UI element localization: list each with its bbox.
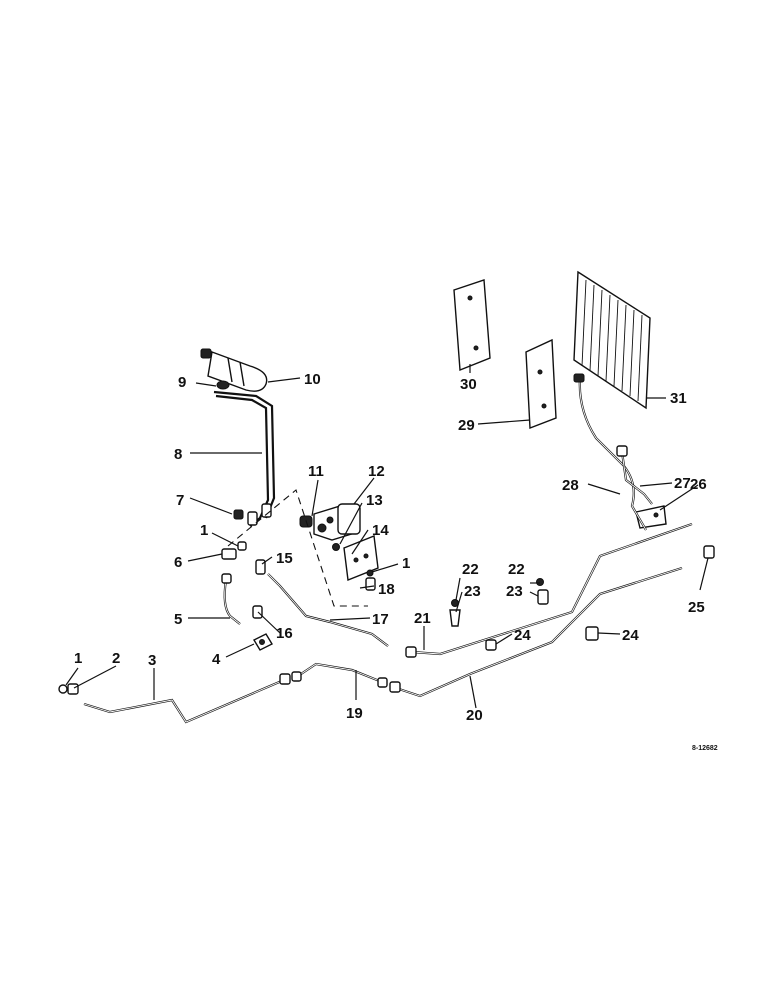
tube-part-3 (83, 673, 291, 724)
condenser-part-31 (573, 270, 651, 410)
callout-23: 23 (464, 583, 481, 600)
callout-26: 26 (690, 476, 707, 493)
callout-13: 13 (366, 492, 383, 509)
fitting-part-13 (332, 543, 340, 551)
callout-24: 24 (622, 627, 639, 644)
fitting-part-15 (255, 559, 266, 575)
tube-part-21 (405, 522, 693, 658)
fitting-part-1-left (58, 684, 68, 694)
callout-24: 24 (514, 627, 531, 644)
callout-31: 31 (670, 390, 687, 407)
callout-1: 1 (402, 555, 410, 572)
phantom-outline (227, 489, 368, 607)
cap-part-24-right (585, 626, 599, 641)
callout-17: 17 (372, 611, 389, 628)
fitting-part-7 (233, 509, 244, 520)
callout-11: 11 (308, 463, 324, 480)
valve-part-12 (313, 503, 361, 541)
callout-6: 6 (174, 554, 182, 571)
plate-part-14 (343, 535, 379, 581)
tube-part-17 (267, 573, 389, 647)
panel-part-29 (525, 338, 557, 429)
fitting-part-23-right (537, 589, 549, 605)
tube-part-19 (291, 662, 388, 688)
fitting-part-22-right (536, 578, 544, 586)
callout-3: 3 (148, 652, 156, 669)
callout-1: 1 (200, 522, 208, 539)
callout-18: 18 (378, 581, 395, 598)
fitting-part-18 (365, 577, 376, 591)
callout-7: 7 (176, 492, 184, 509)
fitting-part-1-right (366, 569, 374, 577)
bracket-part-26 (635, 505, 667, 529)
document-number: 8-12682 (692, 745, 718, 752)
hose-part-28 (578, 377, 647, 531)
callout-27: 27 (674, 475, 691, 492)
fitting-part-25 (703, 545, 715, 559)
leader-lines (65, 364, 709, 709)
fitting-part-6 (221, 548, 237, 560)
callout-25: 25 (688, 599, 705, 616)
callout-22: 22 (462, 561, 479, 578)
fitting-part-1-upper (237, 541, 247, 551)
tee-part-4 (253, 633, 273, 651)
callout-1: 1 (74, 650, 82, 667)
callout-8: 8 (174, 446, 182, 463)
callout-12: 12 (368, 463, 385, 480)
callout-5: 5 (174, 611, 182, 628)
callout-21: 21 (414, 610, 431, 627)
tube-part-8 (213, 390, 276, 527)
callout-15: 15 (276, 550, 293, 567)
callout-30: 30 (460, 376, 477, 393)
callout-10: 10 (304, 371, 321, 388)
fitting-part-9 (216, 380, 230, 390)
callout-19: 19 (346, 705, 363, 722)
callout-22: 22 (508, 561, 525, 578)
fitting-part-2 (67, 683, 79, 695)
callout-23: 23 (506, 583, 523, 600)
fitting-part-23-left (449, 609, 461, 627)
cap-part-24-left (485, 639, 497, 651)
hose-part-27 (616, 445, 653, 505)
callout-20: 20 (466, 707, 483, 724)
callout-4: 4 (212, 651, 221, 668)
hose-part-5 (221, 573, 241, 625)
callout-28: 28 (562, 477, 579, 494)
callout-16: 16 (276, 625, 293, 642)
callout-2: 2 (112, 650, 120, 667)
callout-9: 9 (178, 374, 186, 391)
callout-14: 14 (372, 522, 389, 539)
tube-part-20 (389, 566, 683, 698)
panel-part-30 (453, 279, 491, 372)
callout-29: 29 (458, 417, 475, 434)
fitting-part-16 (252, 605, 263, 619)
